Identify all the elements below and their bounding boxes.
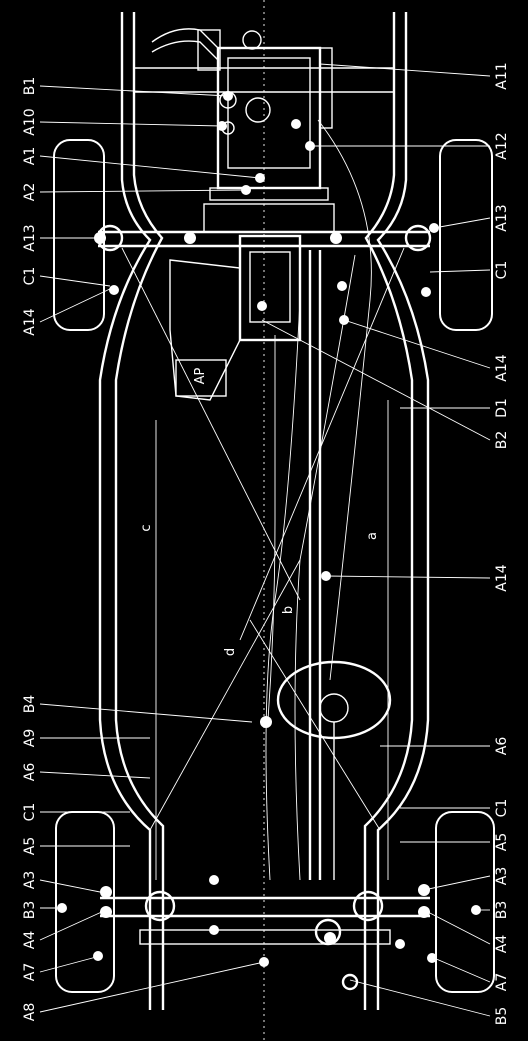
bracing-lines [121,247,405,880]
label-d: d [223,648,238,656]
label-A13-left: A13 [22,224,38,251]
engine-block [151,28,335,233]
label-A7-left: A7 [22,963,38,981]
chassis-frame [98,12,430,1010]
lubrication-points [57,91,481,991]
label-b: b [281,606,296,614]
label-B5: B5 [494,1007,510,1026]
label-B1: B1 [22,77,38,96]
label-A5-right: A5 [494,833,510,851]
label-D1: D1 [494,398,510,418]
label-A1-left: A1 [22,147,38,165]
rear-axle [100,890,430,946]
label-AP: AP [193,367,208,384]
label-A9: A9 [22,729,38,747]
label-B2: B2 [494,431,510,450]
label-C1-left-rear: C1 [22,803,38,822]
label-A5-left: A5 [22,837,38,855]
label-A12: A12 [494,132,510,159]
left-callout-labels: B1 A10 A1 A2 A13 C1 A14 B4 A9 A6 C1 A5 A… [22,77,38,1022]
label-A7-right: A7 [494,973,510,991]
label-A4-left: A4 [22,931,38,950]
inner-labels: a b c d AP [139,367,380,656]
gearbox [169,234,302,401]
label-A6-left: A6 [22,763,38,782]
label-A10: A10 [22,108,38,135]
label-C1-left-front: C1 [22,267,38,286]
leader-lines [39,63,491,1017]
label-a: a [365,532,380,540]
label-A14-right-front: A14 [494,354,510,381]
label-A2: A2 [22,183,38,201]
label-A14-left: A14 [22,308,38,335]
label-A11: A11 [494,62,510,89]
rear-right-wheel [435,811,495,993]
label-A8: A8 [22,1003,38,1021]
front-right-wheel [439,139,493,331]
right-callout-labels: A11 A12 A13 C1 A14 D1 B2 A14 A6 C1 A5 A3… [494,62,510,1025]
label-B3-left: B3 [22,901,38,920]
label-A3-right: A3 [494,867,510,885]
steering-wheel [276,660,392,880]
label-A13-right: A13 [494,204,510,231]
label-C1-right-rear: C1 [494,799,510,818]
label-A4-right: A4 [494,935,510,954]
label-A3-left: A3 [22,871,38,889]
label-B3-right: B3 [494,901,510,920]
label-B4: B4 [22,695,38,714]
propeller-shaft [265,119,372,881]
label-A6-right: A6 [494,737,510,756]
label-c: c [139,524,154,531]
label-C1-right-front: C1 [494,261,510,280]
front-axle [96,224,432,252]
label-A14-right-mid: A14 [494,564,510,591]
